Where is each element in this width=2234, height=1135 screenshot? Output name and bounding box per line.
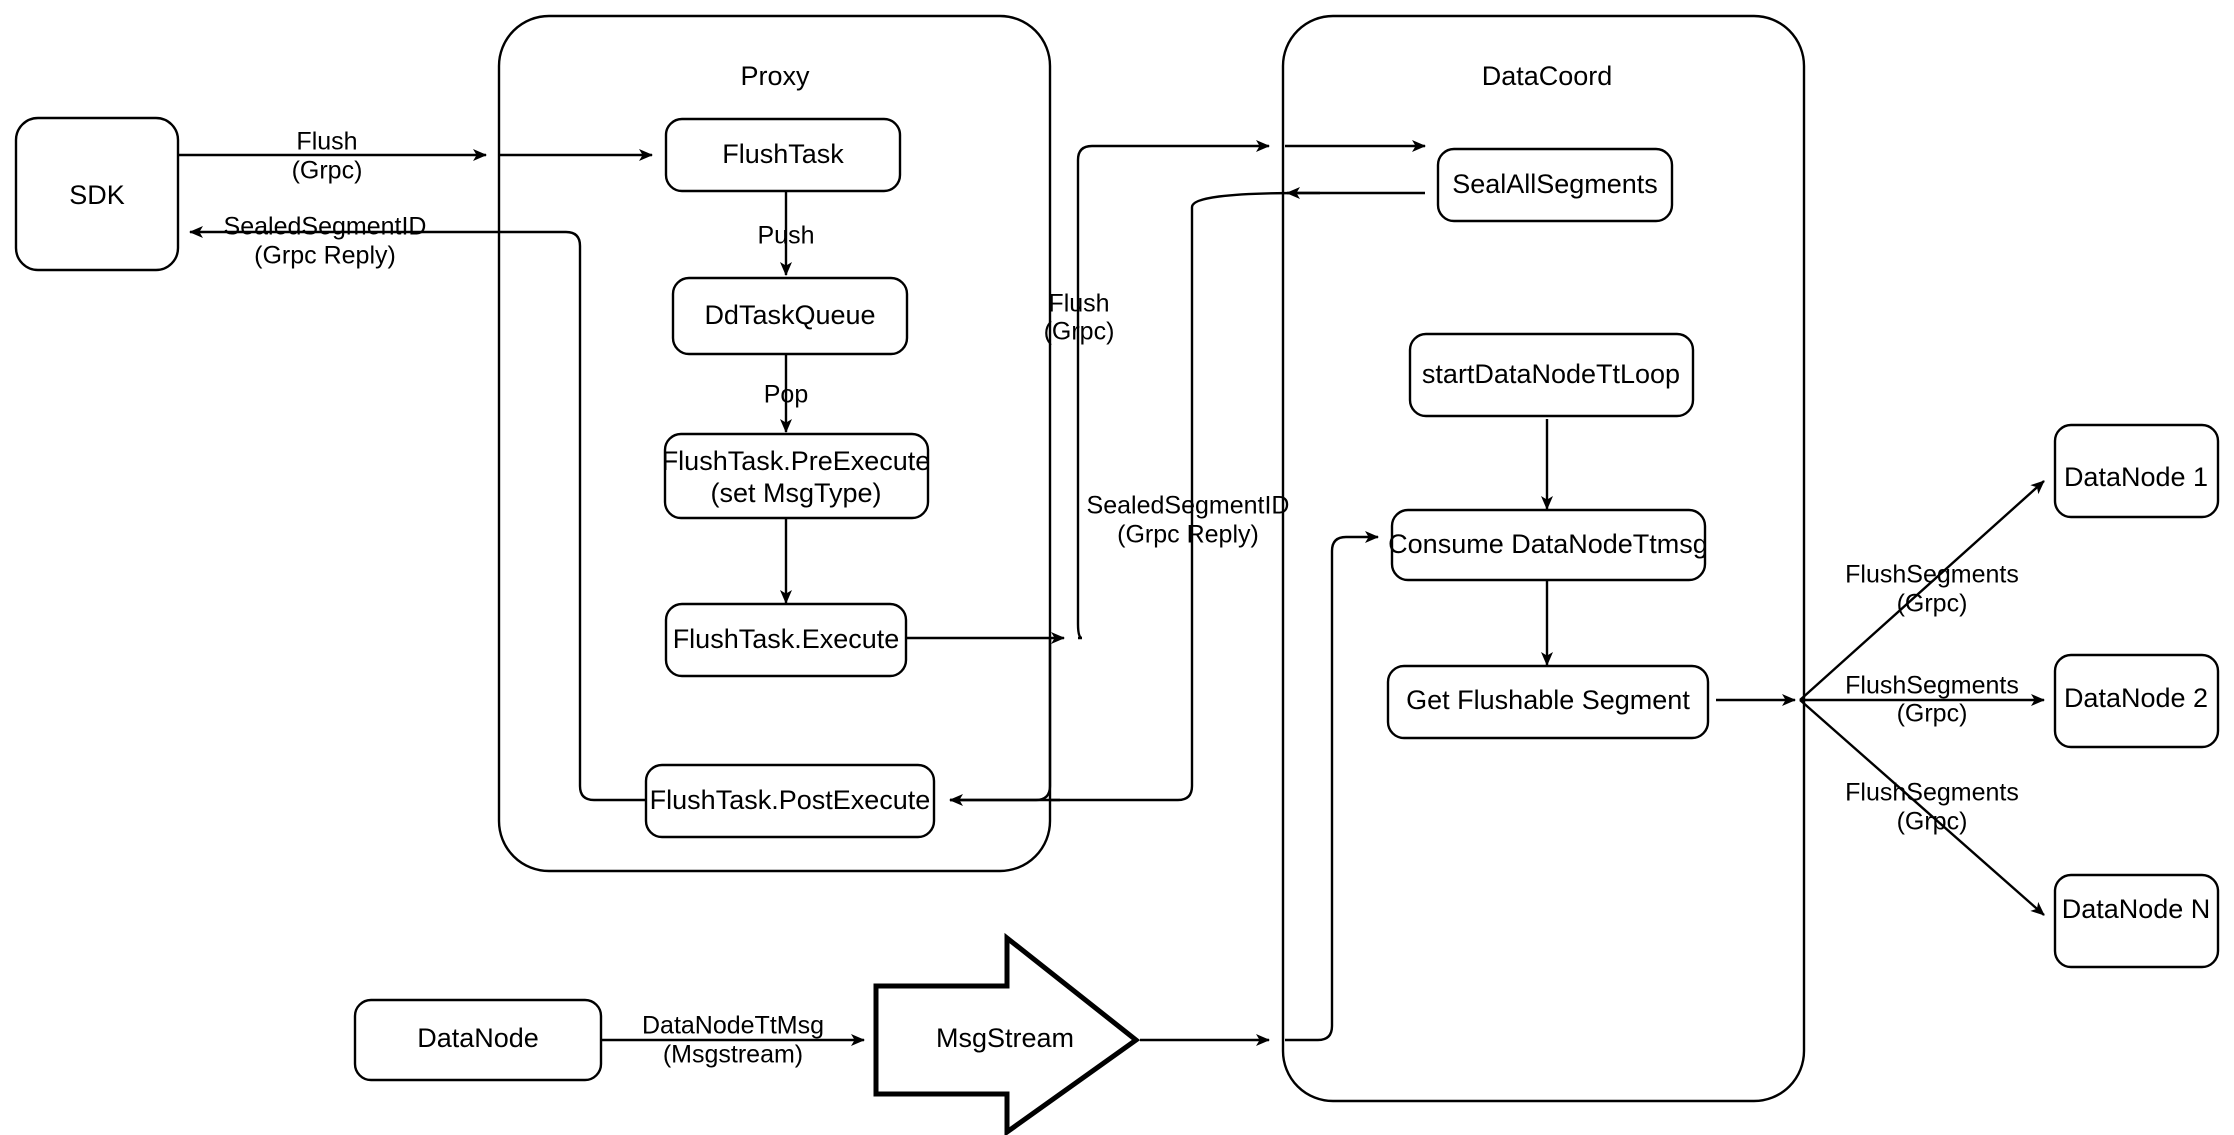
container-proxy-label: Proxy bbox=[740, 61, 810, 91]
node-datanode-1-label: DataNode 1 bbox=[2064, 462, 2208, 492]
node-consume-datanode-ttmsg[interactable] bbox=[1390, 508, 1707, 582]
edge-label-flushsegments-1-line2: (Grpc) bbox=[1897, 590, 1968, 618]
node-ddtaskqueue-label: DdTaskQueue bbox=[704, 300, 875, 330]
edge-proxy-inner-right-rail bbox=[950, 638, 1052, 802]
node-start-datanode-ttloop-label: startDataNodeTtLoop bbox=[1422, 359, 1680, 389]
node-flushtask-preexecute-label-line2: (set MsgType) bbox=[710, 478, 881, 508]
edge-hub-to-datanode-n bbox=[1799, 699, 2045, 916]
edge-hub-to-datanode-1 bbox=[1799, 480, 2045, 701]
node-start-datanode-ttloop[interactable] bbox=[1408, 332, 1695, 418]
node-datanode-2[interactable] bbox=[2053, 653, 2220, 749]
node-flushtask-preexecute[interactable] bbox=[663, 432, 930, 520]
node-sdk[interactable] bbox=[14, 116, 180, 272]
edge-label-datanodettmsg-line2: (Msgstream) bbox=[663, 1041, 803, 1069]
edge-label-sdk-reply-line2: (Grpc Reply) bbox=[254, 242, 396, 270]
edge-label-sealedsegmentid-reply-line2: (Grpc Reply) bbox=[1117, 521, 1259, 549]
edge-datacoord-boundary-to-consume bbox=[1285, 531, 1379, 1042]
node-datanode-bottom-label: DataNode bbox=[417, 1023, 539, 1053]
edge-label-push: Push bbox=[758, 222, 815, 250]
node-datanode-2-label: DataNode 2 bbox=[2064, 683, 2208, 713]
edge-label-flushsegments-1-line1: FlushSegments bbox=[1845, 561, 2019, 589]
node-sdk-label: SDK bbox=[69, 180, 125, 210]
edge-label-flushsegments-2-line1: FlushSegments bbox=[1845, 672, 2019, 700]
node-consume-datanode-ttmsg-label: Consume DataNodeTtmsg bbox=[1388, 529, 1708, 559]
node-flushtask-postexecute[interactable] bbox=[644, 763, 936, 839]
node-datanode-n[interactable] bbox=[2053, 873, 2220, 969]
edge-label-sdk-flush-line2: (Grpc) bbox=[292, 157, 363, 185]
edge-label-flushsegments-n-line1: FlushSegments bbox=[1845, 779, 2019, 807]
edge-sealedsegmentid-reply-rail bbox=[1050, 191, 1425, 802]
edge-label-flush-grpc-line2: (Grpc) bbox=[1044, 318, 1115, 346]
edge-postexecute-to-sdk-rail bbox=[497, 230, 645, 802]
edge-label-sdk-reply-line1: SealedSegmentID bbox=[224, 213, 427, 241]
node-get-flushable-segment-label: Get Flushable Segment bbox=[1406, 685, 1690, 715]
edge-label-datanodettmsg-line1: DataNodeTtMsg bbox=[642, 1012, 824, 1040]
edge-label-flushsegments-n-line2: (Grpc) bbox=[1897, 808, 1968, 836]
node-datanode-bottom[interactable] bbox=[353, 998, 603, 1082]
node-sealallsegments[interactable] bbox=[1436, 147, 1674, 223]
node-datanode-1[interactable] bbox=[2053, 423, 2220, 519]
node-msgstream-label: MsgStream bbox=[936, 1023, 1074, 1053]
node-flushtask-execute[interactable] bbox=[664, 602, 908, 678]
edge-label-pop: Pop bbox=[764, 381, 808, 409]
container-datacoord-label: DataCoord bbox=[1482, 61, 1613, 91]
edge-flush-grpc-rail bbox=[1076, 140, 1270, 640]
node-flushtask-execute-label: FlushTask.Execute bbox=[673, 624, 900, 654]
node-flushtask-postexecute-label: FlushTask.PostExecute bbox=[650, 785, 931, 815]
node-get-flushable-segment[interactable] bbox=[1386, 664, 1710, 740]
node-datanode-n-label: DataNode N bbox=[2062, 894, 2211, 924]
node-flushtask-label: FlushTask bbox=[722, 139, 844, 169]
edge-label-flush-grpc-line1: Flush bbox=[1048, 290, 1109, 318]
node-msgstream-arrow[interactable] bbox=[873, 932, 1141, 1135]
node-ddtaskqueue[interactable] bbox=[671, 276, 909, 356]
edge-label-sealedsegmentid-reply-line1: SealedSegmentID bbox=[1087, 492, 1290, 520]
node-sealallsegments-label: SealAllSegments bbox=[1452, 169, 1658, 199]
edge-label-flushsegments-2-line2: (Grpc) bbox=[1897, 700, 1968, 728]
node-flushtask-preexecute-label-line1: FlushTask.PreExecute bbox=[662, 446, 931, 476]
edge-label-sdk-flush-line1: Flush bbox=[296, 128, 357, 156]
node-flushtask[interactable] bbox=[664, 117, 902, 193]
